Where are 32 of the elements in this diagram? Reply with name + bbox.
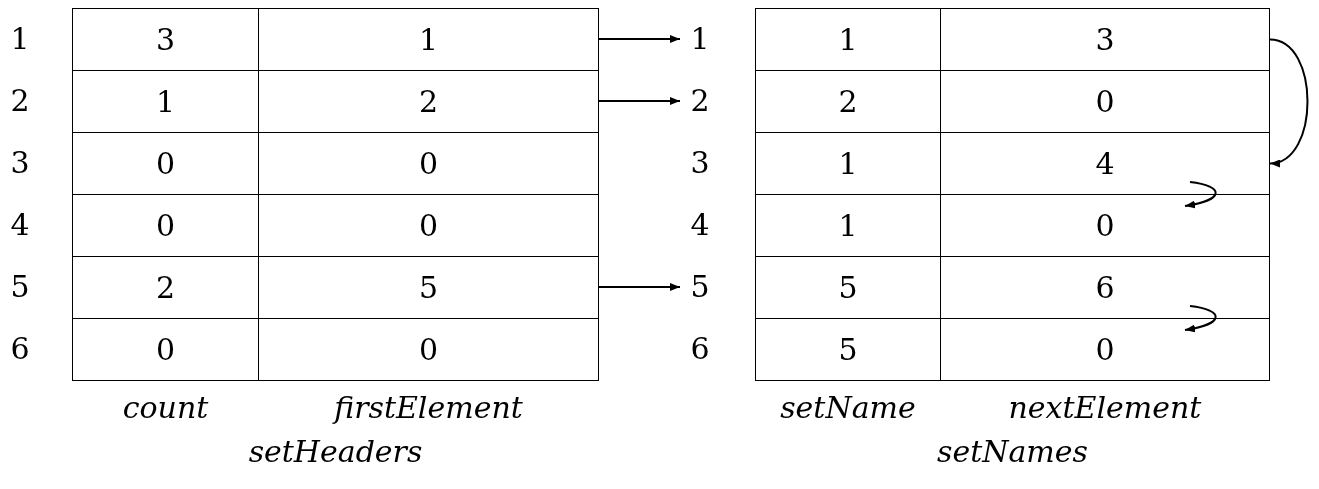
- table-title: setHeaders: [247, 433, 424, 471]
- column-heading: nextElement: [1007, 389, 1203, 427]
- arrow: [598, 97, 681, 105]
- table-cell: 1: [258, 8, 599, 71]
- row-number: 4: [9, 206, 31, 244]
- row-number: 3: [689, 144, 711, 182]
- column-heading: firstElement: [331, 389, 524, 427]
- arrow: [1184, 181, 1217, 209]
- row-number: 1: [680, 19, 720, 59]
- table-cell: 5: [755, 318, 941, 381]
- row-number: 4: [689, 206, 711, 244]
- arrow: [1184, 305, 1217, 333]
- column-heading: setName: [779, 389, 917, 427]
- table-cell: 3: [940, 8, 1270, 71]
- row-number: 5: [680, 267, 720, 307]
- row-number: 6: [9, 330, 31, 368]
- table-cell: 0: [940, 318, 1270, 381]
- arrow: [598, 35, 681, 43]
- row-number: 2: [9, 82, 31, 120]
- table-title: setNames: [936, 433, 1089, 471]
- column-heading: count: [121, 389, 210, 427]
- table-cell: 0: [72, 318, 259, 381]
- row-number: 1: [9, 20, 31, 58]
- row-number: 6: [689, 330, 711, 368]
- row-number: 2: [680, 81, 720, 121]
- table-cell: 0: [258, 318, 599, 381]
- arrow: [598, 283, 681, 291]
- row-number: 5: [9, 268, 31, 306]
- arrow: [1269, 38, 1309, 166]
- table-cell: 3: [72, 8, 259, 71]
- table-cell: 1: [755, 8, 941, 71]
- row-number: 3: [9, 144, 31, 182]
